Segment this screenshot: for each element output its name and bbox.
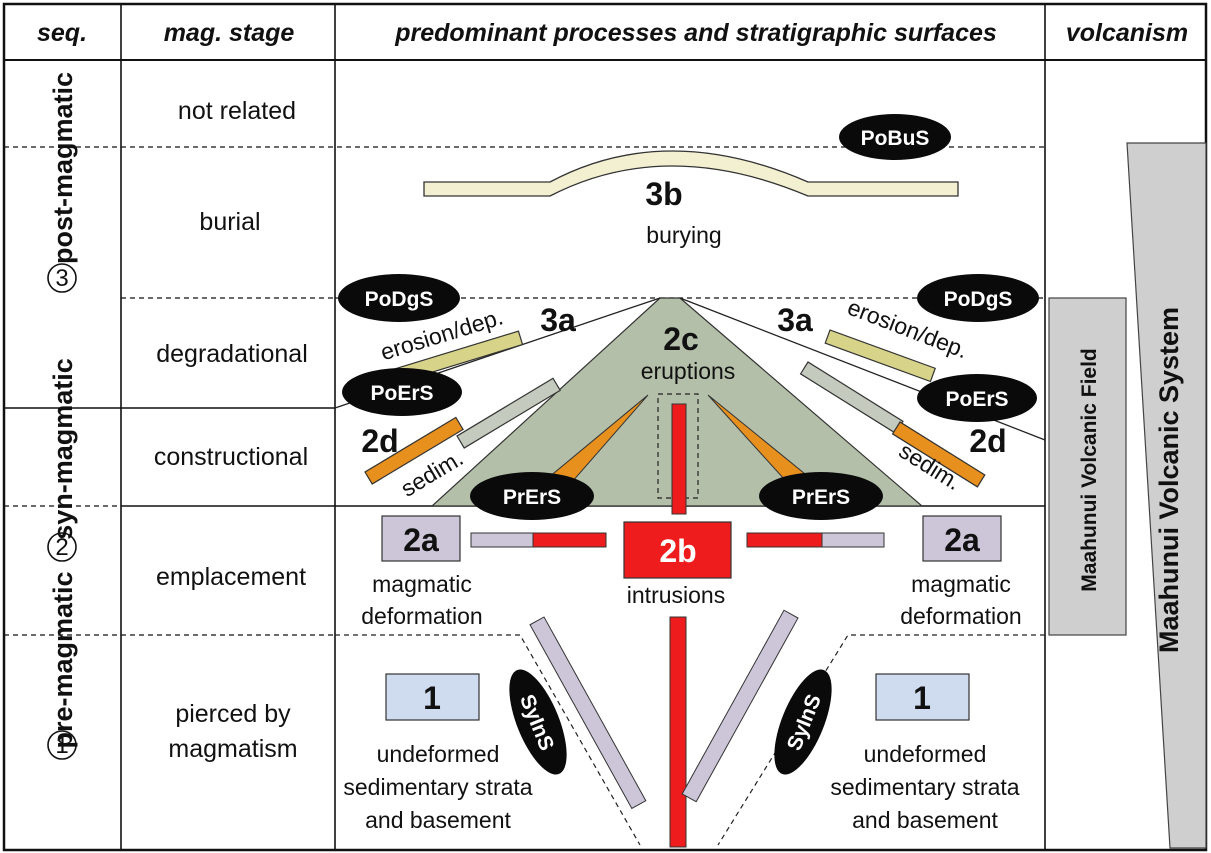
deformed-strata xyxy=(529,609,799,810)
process-2d-left: 2d xyxy=(361,423,398,459)
process-3a-right: 3a xyxy=(777,302,813,338)
volcanic-field-bar xyxy=(1048,297,1127,636)
volcanic-system-label: Maahunui Volcanic System xyxy=(1154,307,1184,653)
header-seq: seq. xyxy=(37,19,87,47)
process-2b-label: 2b xyxy=(659,533,696,569)
process-2d-right: 2d xyxy=(969,423,1006,459)
sequence-2-number: 2 xyxy=(55,534,68,561)
stage-constructional: constructional xyxy=(154,443,308,471)
header-mag-stage: mag. stage xyxy=(164,19,295,47)
magmatic-label-right: magmatic xyxy=(911,571,1011,597)
eruptions-label: eruptions xyxy=(641,358,736,384)
volcanic-system-bar xyxy=(1126,142,1207,849)
volcanic-cone xyxy=(430,297,924,507)
magmatic-label-left: magmatic xyxy=(372,571,472,597)
surface-poers-right: PoErS xyxy=(917,374,1037,422)
header-volcanism: volcanism xyxy=(1066,19,1188,47)
process-3a-left: 3a xyxy=(540,302,576,338)
header-processes: predominant processes and stratigraphic … xyxy=(394,19,997,47)
surface-poers-left: PoErS xyxy=(342,368,462,416)
deformation-label-left: deformation xyxy=(361,603,482,629)
stage-degradational: degradational xyxy=(156,340,308,368)
stage-emplacement: emplacement xyxy=(156,563,306,591)
svg-text:PrErS: PrErS xyxy=(792,486,850,509)
process-1-right: 1 xyxy=(913,680,931,716)
sequence-3-number: 3 xyxy=(55,265,68,292)
process-1-left: 1 xyxy=(423,680,441,716)
burial-arch xyxy=(423,150,959,197)
eruptive-conduits xyxy=(547,394,811,491)
sequence-1-number: 1 xyxy=(55,732,68,759)
sequence-pre-magmatic: 1 pre-magmatic xyxy=(47,571,78,760)
process-2a-left: 2a xyxy=(403,522,439,558)
undeformed-label-right: undeformed xyxy=(864,741,987,767)
deformation-label-right: deformation xyxy=(900,603,1021,629)
surface-prers-right: PrErS xyxy=(759,472,883,520)
sedimentary-label-right: sedimentary strata xyxy=(830,774,1019,800)
stage-not-related: not related xyxy=(178,97,296,125)
sills xyxy=(470,532,885,548)
surface-pobus: PoBuS xyxy=(839,114,951,160)
undeformed-label-left: undeformed xyxy=(377,741,500,767)
sequence-post-magmatic: 3 post-magmatic xyxy=(47,72,78,293)
basement-label-right: and basement xyxy=(852,807,998,833)
undeformed-box-right xyxy=(875,673,970,721)
process-3b-label: 3b xyxy=(645,176,682,212)
svg-text:PrErS: PrErS xyxy=(503,486,561,509)
svg-text:PoErS: PoErS xyxy=(945,388,1008,411)
process-2a-right: 2a xyxy=(944,522,980,558)
surface-syins-right: SyInS xyxy=(774,669,832,775)
surface-podgs-left: PoDgS xyxy=(338,274,460,322)
deformation-box-left xyxy=(381,515,461,562)
intrusion-dike xyxy=(669,403,687,848)
svg-text:PoDgS: PoDgS xyxy=(944,288,1013,311)
volcanic-field-label: Maahunui Volcanic Field xyxy=(1078,348,1101,591)
surface-podgs-right: PoDgS xyxy=(917,274,1039,322)
sequence-2-label: syn-magmatic xyxy=(48,358,78,540)
svg-text:PoDgS: PoDgS xyxy=(365,288,434,311)
sequence-3-label: post-magmatic xyxy=(48,72,78,264)
sequence-syn-magmatic: 2 syn-magmatic xyxy=(47,358,78,562)
stage-pierced-line1: pierced by xyxy=(175,700,291,728)
burying-label: burying xyxy=(646,222,721,248)
sequence-1-label: pre-magmatic xyxy=(48,571,78,748)
undeformed-box-left xyxy=(385,673,480,721)
stage-burial: burial xyxy=(199,208,260,236)
sedimentary-label-left: sedimentary strata xyxy=(343,774,532,800)
svg-text:PoErS: PoErS xyxy=(370,382,433,405)
basement-label-left: and basement xyxy=(365,807,511,833)
intrusions-box xyxy=(623,521,732,579)
surface-prers-left: PrErS xyxy=(470,472,594,520)
stage-pierced-line2: magmatism xyxy=(168,735,297,763)
svg-text:PoBuS: PoBuS xyxy=(861,127,930,150)
process-2c-label: 2c xyxy=(663,321,699,357)
intrusions-label: intrusions xyxy=(627,582,725,608)
deformation-box-right xyxy=(922,515,1002,562)
